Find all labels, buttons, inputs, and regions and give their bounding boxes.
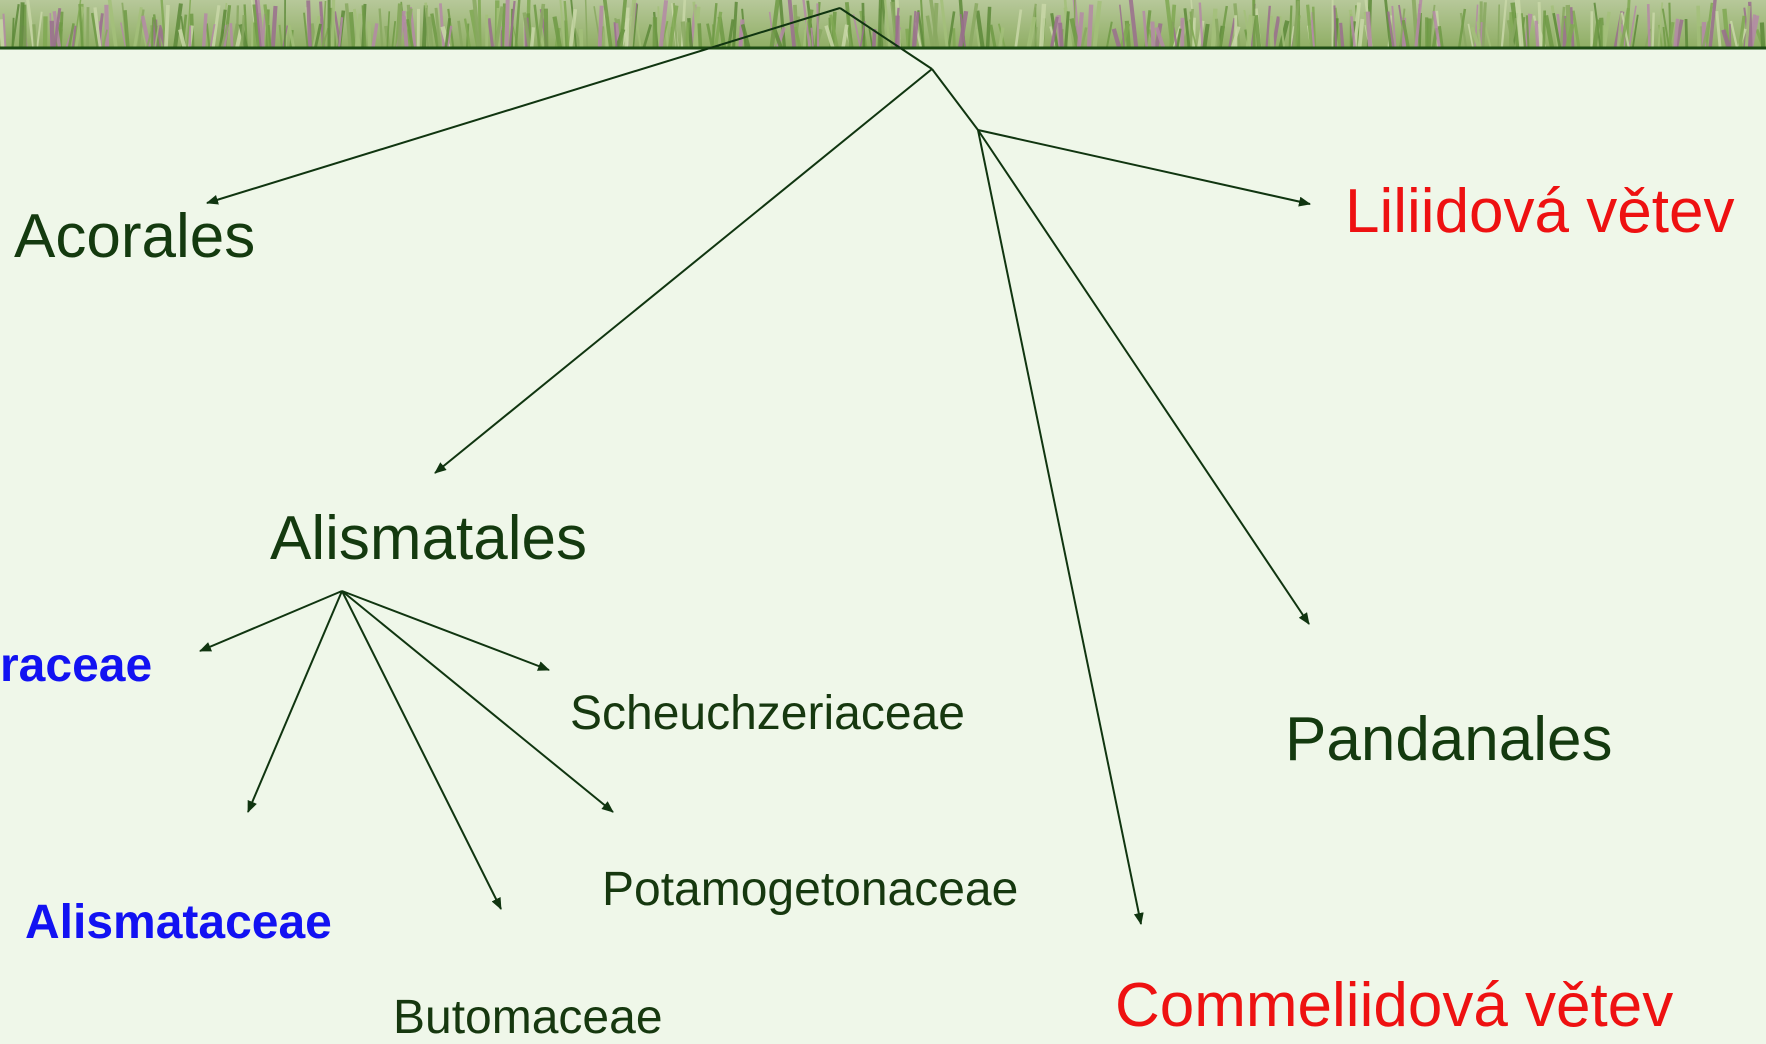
edge-to-alismataceae [247,590,343,813]
edge-to-pandanales [977,129,1310,625]
edge-to-alismatales [434,68,933,474]
edge-node1-node2 [931,68,979,131]
order-label-acorales: Acorales [14,202,256,271]
edge-to-butomaceae [341,590,502,910]
tree-edges [199,7,1311,925]
edge-to-scheuchzeriaceae [341,590,550,671]
family-label-potamogetonaceae: Potamogetonaceae [602,863,1019,916]
grass-banner [0,0,1766,50]
family-label-scheuchzeriaceae: Scheuchzeriaceae [570,687,965,740]
order-label-alismatales: Alismatales [270,504,587,573]
edge-to-liliid [977,129,1311,207]
edge-to-araceae [199,590,343,652]
family-label-butomaceae: Butomaceae [393,991,663,1044]
edge-to-potamogetonaceae [341,590,614,813]
edge-to-commeliid [977,129,1144,925]
edge-root-node1 [839,7,933,70]
family-label-alismataceae: Alismataceae [25,896,332,949]
family-label-araceae: raceae [0,639,153,692]
order-label-pandanales: Pandanales [1285,705,1613,774]
branch-label-commeliid: Commeliidová větev [1115,971,1674,1040]
edge-to-acorales [206,7,841,205]
branch-label-liliid: Liliidová větev [1345,177,1735,246]
